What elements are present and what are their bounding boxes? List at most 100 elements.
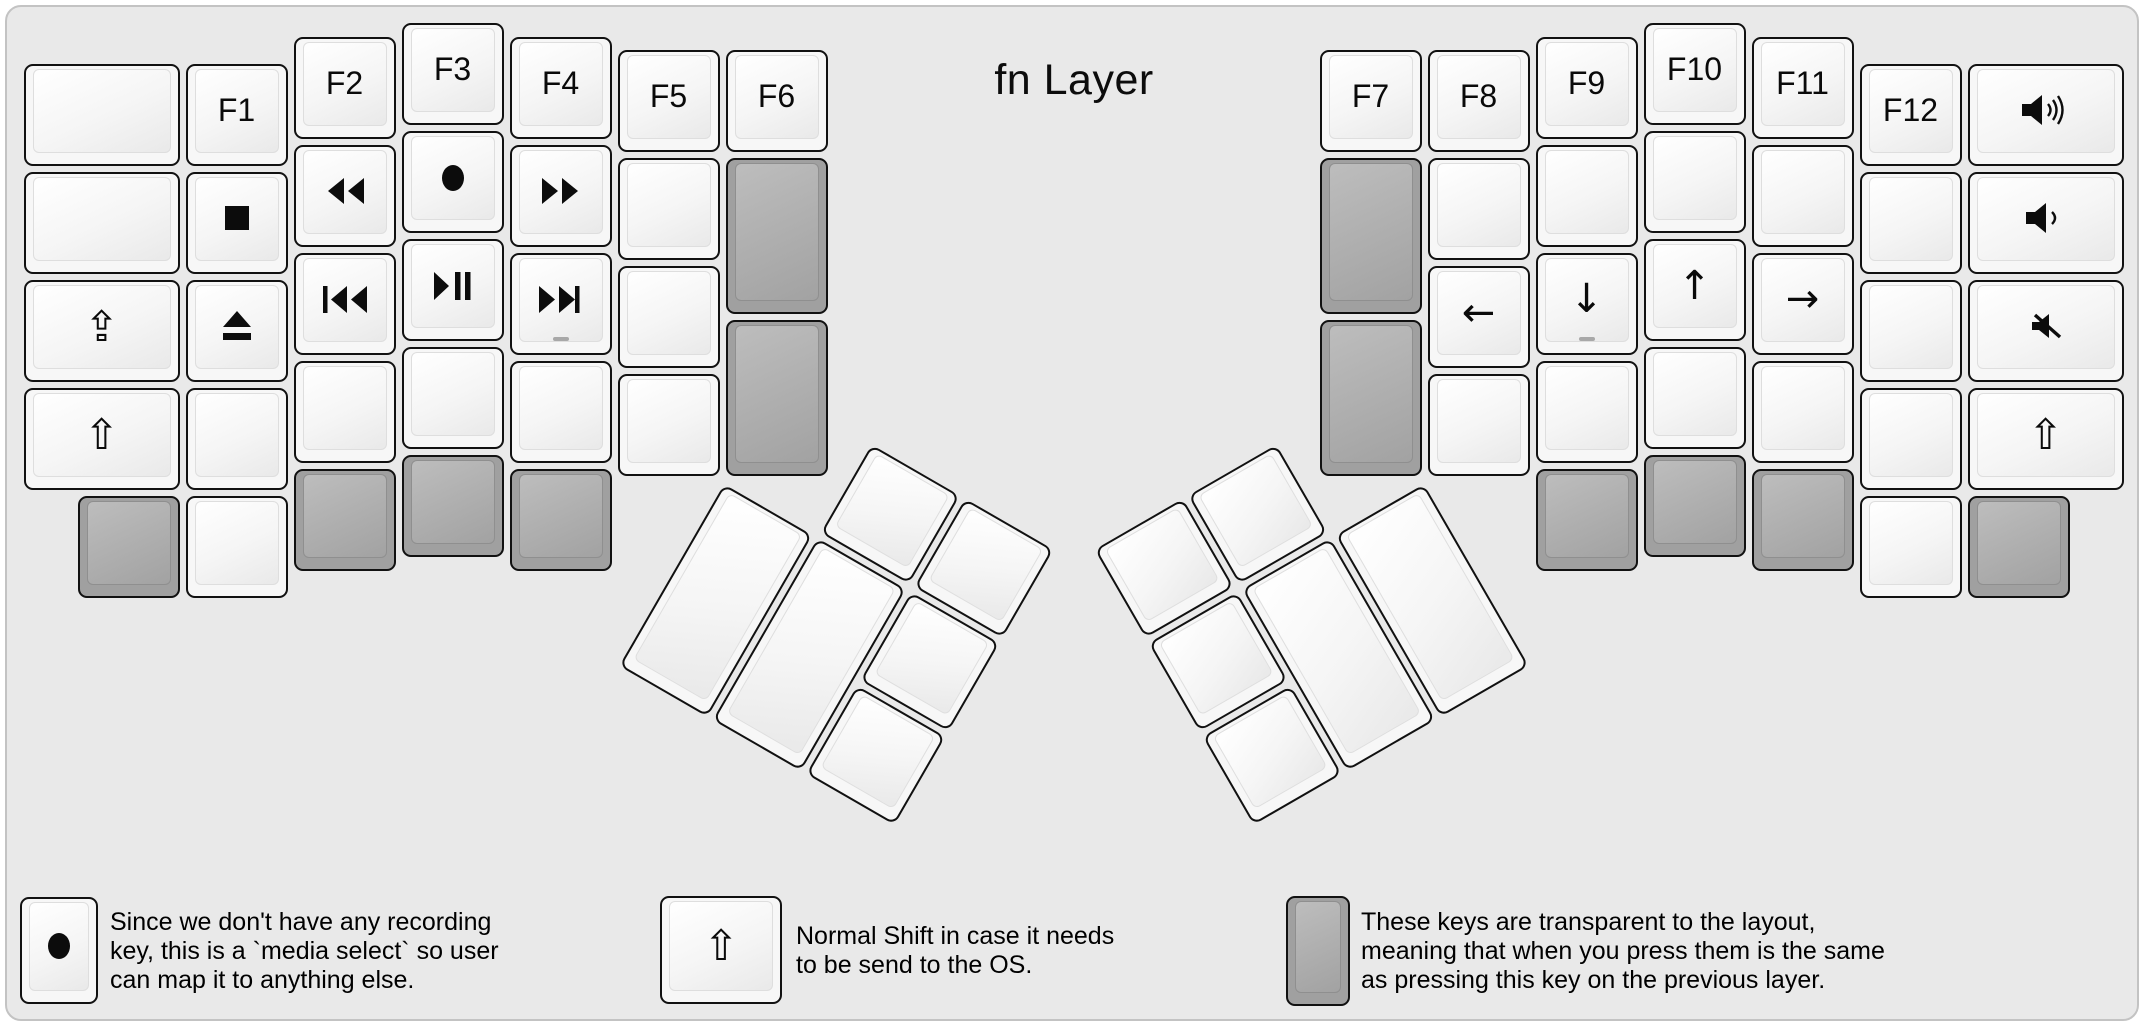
key-f5[interactable]: F5 (617, 50, 720, 152)
key-play-pause[interactable] (401, 239, 504, 341)
key-f6[interactable]: F6 (725, 50, 828, 152)
key-f8[interactable]: F8 (1427, 50, 1530, 152)
key-label: ⇧ (83, 409, 120, 459)
key-f4[interactable]: F4 (509, 36, 612, 139)
keycap-surface (1544, 473, 1629, 558)
key-transparent[interactable] (1319, 158, 1422, 314)
key-transparent[interactable] (1967, 495, 2070, 598)
key-f12[interactable]: F12 (1859, 63, 1962, 166)
keycap-surface (1652, 136, 1737, 220)
key-blank[interactable] (1427, 374, 1530, 476)
key-f9[interactable]: F9 (1535, 36, 1638, 139)
key-blank[interactable] (1859, 387, 1962, 490)
mute-icon (1970, 282, 2122, 371)
key-label: F3 (433, 51, 472, 87)
key-blank[interactable] (1535, 360, 1638, 463)
key-eject[interactable] (185, 279, 288, 382)
key-stop[interactable] (185, 171, 288, 274)
key-blank[interactable] (1535, 144, 1638, 247)
keycap-surface (1544, 365, 1629, 450)
key-blank[interactable] (1859, 171, 1962, 274)
key-blank[interactable] (1751, 144, 1854, 247)
key-arrow-down[interactable]: ↓ (1535, 252, 1638, 355)
key-prev-track[interactable] (293, 252, 396, 355)
key-blank[interactable] (401, 347, 504, 449)
key-transparent[interactable] (293, 468, 396, 571)
keycap-surface (1652, 460, 1737, 544)
keycap-surface (1868, 284, 1953, 369)
key-blank[interactable] (185, 495, 288, 598)
key-transparent[interactable] (1319, 320, 1422, 476)
key-transparent[interactable] (401, 455, 504, 557)
keycap-surface (734, 163, 819, 301)
key-label: ↓ (1569, 276, 1604, 322)
key-blank[interactable] (617, 374, 720, 476)
key-caps-lock[interactable]: ⇪ (23, 279, 180, 382)
key-f7[interactable]: F7 (1319, 50, 1422, 152)
key-transparent[interactable] (509, 468, 612, 571)
legend-line: Normal Shift in case it needs (796, 922, 1115, 950)
key-f11[interactable]: F11 (1751, 36, 1854, 139)
key-next-track[interactable] (509, 252, 612, 355)
legend-line: Since we don't have any recording (110, 907, 492, 936)
key-arrow-up[interactable]: ↑ (1643, 239, 1746, 341)
legend-transparent-key (1286, 896, 1350, 1006)
key-shift-left[interactable]: ⇧ (23, 387, 180, 490)
legend-line: to be send to the OS. (796, 951, 1033, 979)
key-transparent[interactable] (725, 320, 828, 476)
volume-up-icon (1970, 66, 2122, 155)
key-transparent[interactable] (1751, 468, 1854, 571)
key-blank[interactable] (1859, 495, 1962, 598)
keycap-surface (1544, 257, 1629, 342)
key-f10[interactable]: F10 (1643, 23, 1746, 125)
key-f1[interactable]: F1 (185, 63, 288, 166)
key-label: F11 (1776, 64, 1829, 101)
key-blank[interactable] (1427, 158, 1530, 260)
key-blank[interactable] (185, 387, 288, 490)
key-blank[interactable] (1751, 360, 1854, 463)
keycap-surface (32, 68, 171, 153)
key-mute[interactable] (1967, 279, 2124, 382)
key-shift-right[interactable]: ⇧ (1967, 387, 2124, 490)
key-blank[interactable] (23, 171, 180, 274)
key-rewind[interactable] (293, 144, 396, 247)
keycap-surface (32, 176, 171, 261)
key-blank[interactable] (509, 360, 612, 463)
key-arrow-left[interactable]: ← (1427, 266, 1530, 368)
key-volume-up[interactable] (1967, 63, 2124, 166)
play-pause-icon (404, 241, 502, 330)
keycap-surface (1436, 55, 1521, 139)
key-blank[interactable] (23, 63, 180, 166)
prev-track-icon (296, 255, 394, 344)
keycap-surface (1436, 379, 1521, 463)
key-blank[interactable] (617, 266, 720, 368)
keycap-surface (1295, 901, 1341, 993)
key-transparent[interactable] (725, 158, 828, 314)
keycap-surface (1868, 68, 1953, 153)
key-blank[interactable] (1859, 279, 1962, 382)
key-fast-forward[interactable] (509, 144, 612, 247)
keycap-surface (1976, 68, 2115, 153)
keycap-surface (1652, 244, 1737, 328)
keycap-surface (1976, 392, 2115, 477)
key-label: → (1785, 276, 1820, 322)
key-transparent[interactable] (1643, 455, 1746, 557)
key-f2[interactable]: F2 (293, 36, 396, 139)
legend-text: These keys are transparent to the layout… (1361, 908, 1885, 995)
key-arrow-right[interactable]: → (1751, 252, 1854, 355)
key-blank[interactable] (293, 360, 396, 463)
key-volume-down[interactable] (1967, 171, 2124, 274)
key-transparent[interactable] (1535, 468, 1638, 571)
volume-down-icon (1970, 174, 2122, 263)
key-blank[interactable] (617, 158, 720, 260)
key-media-select-record[interactable] (401, 131, 504, 233)
key-blank[interactable] (1643, 347, 1746, 449)
key-transparent[interactable] (77, 495, 180, 598)
keycap-surface (32, 284, 171, 369)
key-f3[interactable]: F3 (401, 23, 504, 125)
keycap-surface (32, 392, 171, 477)
key-blank[interactable] (1643, 131, 1746, 233)
keycap-surface (302, 365, 387, 450)
